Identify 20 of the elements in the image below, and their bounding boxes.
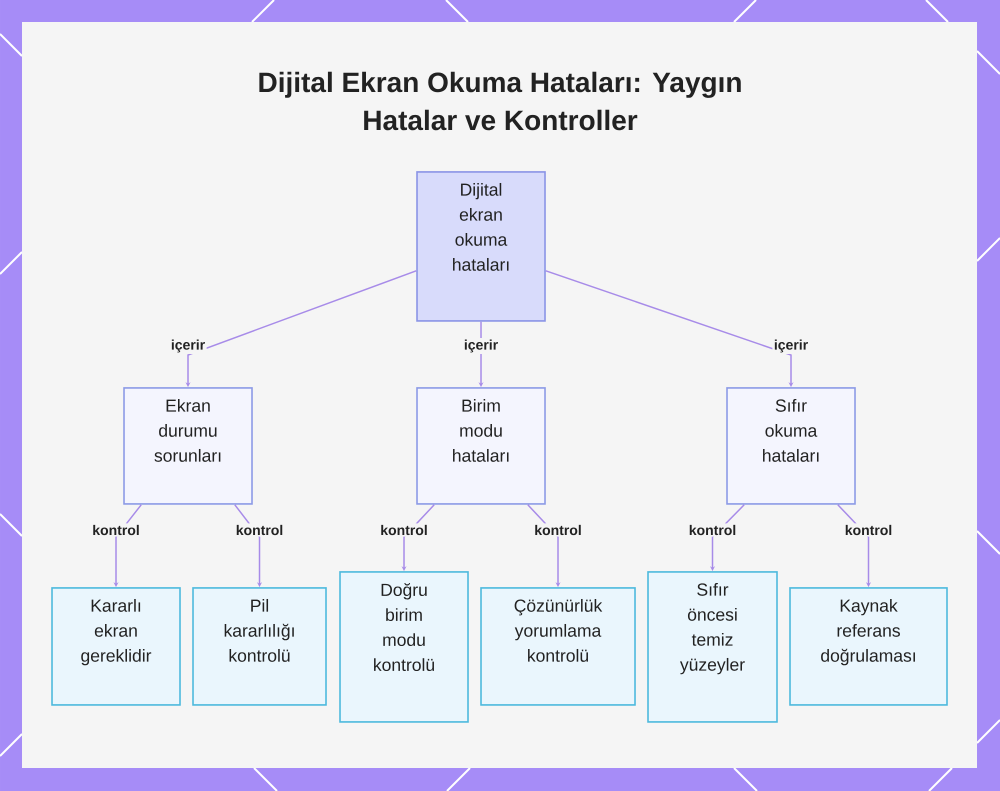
category-box: Birim modu hataları xyxy=(416,387,546,505)
edge-label: içerir xyxy=(169,338,207,354)
leaf-box: Pil kararlılığı kontrolü xyxy=(192,587,327,706)
category-box: Sıfır okuma hataları xyxy=(726,387,856,505)
leaf-box: Doğru birim modu kontrolü xyxy=(339,571,469,723)
edge-label: kontrol xyxy=(234,523,285,537)
leaf-box: Kararlı ekran gereklidir xyxy=(51,587,181,706)
edge-label: kontrol xyxy=(532,523,584,537)
edge-label: kontrol xyxy=(843,523,894,537)
edge-label: içerir xyxy=(462,338,500,354)
title: Dijital Ekran Okuma Hataları: Yaygın Hatalar ve Kontroller xyxy=(259,72,741,130)
root-box: Dijital ekran okuma hataları xyxy=(416,171,546,322)
edge-label: kontrol xyxy=(687,523,738,537)
category-box: Ekran durumu sorunları xyxy=(123,387,253,505)
edge-label: içerir xyxy=(772,338,810,354)
leaf-box: Çözünürlük yorumlama kontrolü xyxy=(480,587,636,706)
edge-label: kontrol xyxy=(90,523,142,537)
leaf-box: Sıfır öncesi temiz yüzeyler xyxy=(647,571,778,723)
leaf-box: Kaynak referans doğrulaması xyxy=(789,587,948,706)
edge-label: kontrol xyxy=(378,523,430,537)
